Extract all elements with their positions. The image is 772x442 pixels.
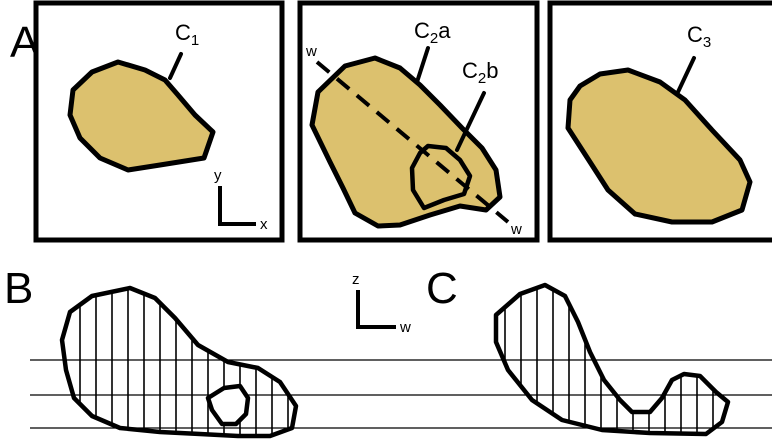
- zw-axes: [356, 290, 396, 329]
- c1-leader-line: [168, 52, 183, 80]
- panel-b-letter: B: [4, 264, 33, 313]
- frame-c1: C1 y x: [33, 0, 285, 243]
- c2b-label: C2b: [462, 58, 498, 87]
- c2a-leader-line: [415, 46, 430, 84]
- w-label-end: w: [510, 221, 522, 238]
- w-axis-label: w: [399, 319, 411, 336]
- z-axis-label: z: [352, 271, 360, 288]
- contour-c2b: [409, 143, 473, 211]
- region-c1: [67, 59, 216, 173]
- c2b-leader-line: [455, 91, 486, 152]
- x-axis-label: x: [260, 216, 268, 233]
- section-b-outline: [62, 288, 296, 436]
- c1-label: C1: [175, 20, 199, 49]
- c3-leader-line: [676, 56, 696, 94]
- w-label-start: w: [305, 43, 317, 60]
- y-axis-label: y: [214, 167, 222, 184]
- c2a-label: C2a: [414, 18, 451, 47]
- section-line-w: [315, 60, 510, 224]
- horizontal-slice-lines: [30, 359, 772, 429]
- region-c3: [565, 67, 753, 225]
- region-c2a: [309, 55, 503, 229]
- frame-c3: C3: [547, 0, 772, 243]
- panel-c-letter: C: [426, 264, 458, 313]
- zw-axes-group: z w: [352, 271, 411, 336]
- section-b-hole: [205, 383, 251, 427]
- c3-label: C3: [687, 22, 711, 51]
- xy-axes: [218, 186, 256, 226]
- frame-c2: w w C2a C2b: [297, 0, 540, 243]
